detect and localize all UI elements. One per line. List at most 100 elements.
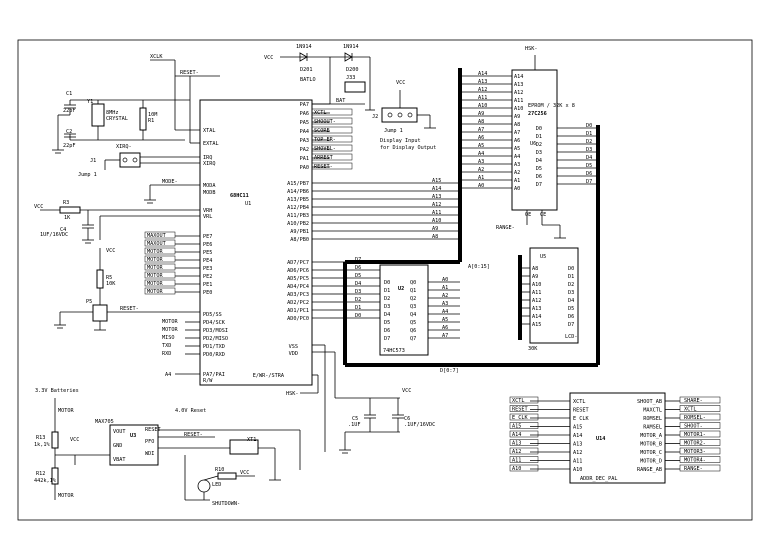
motor-signal-label: MOTOR	[147, 249, 163, 255]
u14-left-net: A14	[512, 432, 521, 438]
hsk-net: HSK-	[525, 46, 538, 52]
u4-data-pin: D0	[568, 266, 574, 272]
u6-addr-pin: A5	[514, 146, 520, 152]
u14-right-net: RANGE-	[684, 466, 703, 472]
u1-port-net: SHOVEL-	[314, 146, 336, 152]
port-net-box	[311, 144, 353, 152]
u1-right-pin: A8/PB0	[290, 237, 309, 243]
r1-val: 10M	[148, 112, 157, 118]
u14-part: ADDR_DEC_PAL	[580, 476, 617, 482]
c4-ref: C4	[60, 227, 66, 233]
u2-in-pin: D4	[384, 312, 390, 318]
u14-left-net-box	[509, 456, 539, 463]
u6-addr-pin: A14	[514, 74, 523, 80]
jumper-note: Jump 1	[78, 172, 97, 178]
u1-right-pin: AD2/PC2	[287, 300, 309, 306]
u1-right-pin: A14/PB6	[287, 189, 309, 195]
u14-right-pin: MOTOR_A	[640, 433, 663, 439]
u4-data-pin: D7	[568, 322, 574, 328]
bat-net: BAT	[336, 98, 345, 104]
u6-data-net: D5	[586, 163, 592, 169]
u1-left-pin: XTAL	[203, 128, 216, 134]
u14-left-net-box	[509, 413, 539, 421]
d1-ref: D200	[346, 67, 359, 73]
u1-right-pin: PA1	[300, 156, 309, 162]
u14-right-net: MOTOR3-	[684, 449, 706, 455]
u4-addr-pin: A10	[532, 282, 541, 288]
u1-left-pin: PD2/MISO	[203, 336, 228, 342]
u1-right-pin: A11/PB3	[287, 213, 309, 219]
u14-left-net: RESET	[512, 407, 528, 413]
u2-out-net: A3	[442, 301, 448, 307]
r3-ref: R3	[63, 200, 69, 206]
u1-right-pin: A12/PB4	[287, 205, 309, 211]
u6-addr-pin: A0	[514, 186, 520, 192]
u14-left-pin: E CLK	[573, 416, 589, 422]
data-bus-label: D[0:7]	[440, 368, 459, 374]
u4-ref: U5	[540, 254, 546, 260]
vcc-label-6: VCC	[70, 437, 79, 443]
c2-val: 22pF	[63, 143, 76, 149]
u3-body	[109, 424, 159, 466]
u1-left-pin: PE2	[203, 274, 212, 280]
u4-addr-pin: A14	[532, 314, 541, 320]
u1-ref: U1	[245, 201, 251, 207]
u2-out-pin: Q0	[410, 280, 416, 286]
r13-val: 1k,1%	[34, 442, 50, 448]
u6-addr-net: A1	[478, 175, 484, 181]
data-line-label: D3	[355, 289, 361, 295]
u1-right-pin: A9/PB1	[290, 229, 309, 235]
u14-left-net-box	[509, 447, 539, 455]
sheet-border	[17, 39, 753, 521]
x1-val: 8MHz	[106, 110, 119, 116]
u14-left-pin: A15	[573, 425, 582, 431]
switch-ref: P5	[86, 299, 92, 305]
u6-addr-net: A11	[478, 95, 487, 101]
xirq-net-left: XIRQ-	[116, 144, 132, 150]
u14-left-net: E CLK	[512, 415, 528, 421]
d0-part: 1N914	[296, 44, 312, 50]
u1-right-pin: AD3/PC3	[287, 292, 309, 298]
u6-addr-net: A12	[478, 87, 487, 93]
u1-right-pin: PA2	[300, 147, 309, 153]
u2-out-net: A4	[442, 309, 448, 315]
u2-out-pin: Q7	[410, 336, 416, 342]
u14-right-pin: MOTOR_B	[640, 442, 662, 448]
u2-body	[379, 264, 429, 356]
motor-signal-box	[144, 287, 176, 295]
u2-out-pin: Q4	[410, 312, 416, 318]
port-net-box	[311, 153, 353, 161]
port-net-box	[311, 117, 353, 125]
u6-data-net: D7	[586, 179, 592, 185]
u6-addr-pin: A1	[514, 178, 520, 184]
c5-ref: C5	[352, 416, 358, 422]
u6-addr-pin: A13	[514, 82, 523, 88]
u14-right-pin: RAMSEL	[643, 425, 662, 431]
data-line-label: D4	[355, 281, 361, 287]
x1-label: CRYSTAL	[106, 116, 128, 122]
u6-data-pin: D7	[536, 182, 542, 188]
u2-out-net: A2	[442, 293, 448, 299]
battery-jumper	[344, 81, 366, 93]
r12-ref: R12	[36, 471, 45, 477]
motor-signal-box	[144, 247, 176, 255]
u6-addr-pin: A11	[514, 98, 523, 104]
r5-resistor	[96, 269, 104, 289]
j1-ref: J1	[90, 158, 96, 164]
r5-val: 10K	[106, 281, 116, 287]
u4-data-pin: D5	[568, 306, 574, 312]
vcc-label-4: VCC	[396, 80, 405, 86]
u1-right-pin: PA4	[300, 129, 309, 135]
u6-addr-pin: A4	[514, 154, 520, 160]
u1-part: 68HC11	[230, 193, 249, 199]
u2-in-pin: D6	[384, 328, 390, 334]
u1-left-pin: MODB	[203, 190, 216, 196]
u4-data-pin: D6	[568, 314, 574, 320]
x1-ref: Y1	[87, 99, 93, 105]
u2-out-pin: Q1	[410, 288, 416, 294]
u1-left-pin: VRH	[203, 208, 212, 214]
u6-data-pin: D0	[536, 126, 542, 132]
u1-left-pin: PE7	[203, 234, 212, 240]
u14-left-net: A10	[512, 466, 521, 472]
